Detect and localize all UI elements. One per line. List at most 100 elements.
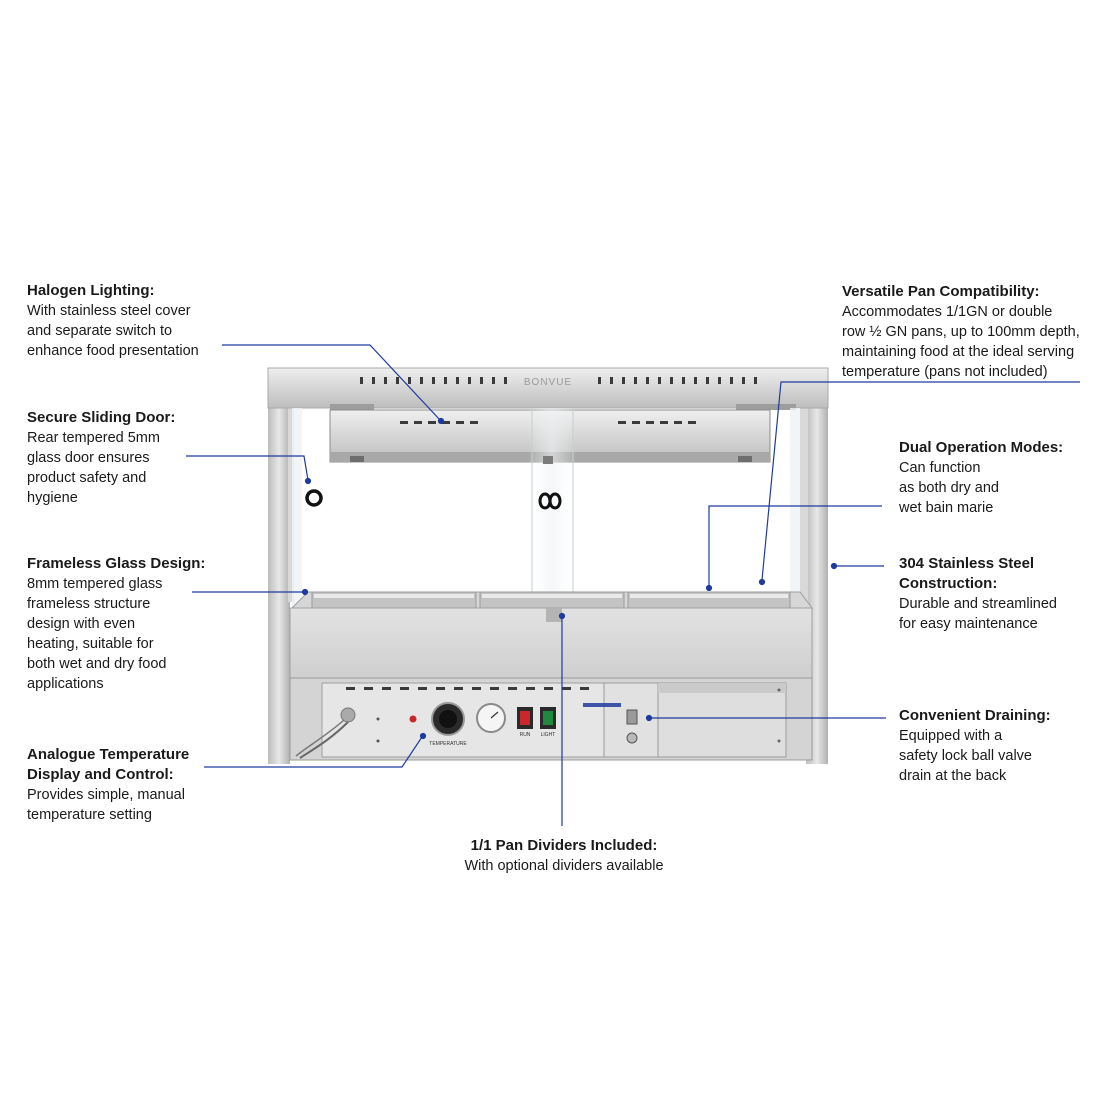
vent-slot — [718, 377, 721, 384]
callout-title: Convenient Draining: — [899, 707, 1051, 724]
callout-line: With stainless steel cover — [27, 303, 191, 319]
vent-slot — [618, 421, 626, 424]
vent-slot — [622, 377, 625, 384]
callout-line: frameless structure — [27, 596, 151, 612]
vent-slot — [580, 687, 589, 690]
callout-line: temperature setting — [27, 807, 152, 823]
vent-slot — [646, 377, 649, 384]
callout-frameless-glass: Frameless Glass Design: 8mm tempered gla… — [27, 554, 205, 694]
callout-line: heating, suitable for — [27, 636, 154, 652]
callout-line: safety lock ball valve — [899, 748, 1032, 764]
vent-slot — [562, 687, 571, 690]
pan-divider — [546, 608, 562, 622]
vent-slot — [490, 687, 499, 690]
right-glass — [790, 408, 800, 608]
callout-line: Accommodates 1/1GN or double — [842, 304, 1053, 320]
pan-well — [290, 591, 813, 609]
callout-line: and separate switch to — [27, 323, 173, 339]
vent-slot — [444, 377, 447, 384]
callout-line: Provides simple, manual — [27, 787, 185, 803]
sliding-glass-door — [305, 408, 576, 608]
vent-slot — [670, 377, 673, 384]
callout-convenient-draining: Convenient Draining: Equipped with a saf… — [899, 706, 1051, 786]
run-label: RUN — [520, 732, 531, 738]
callout-line: glass door ensures — [27, 450, 150, 466]
light-label: LIGHT — [541, 732, 556, 738]
left-glass — [292, 408, 302, 608]
vent-slot — [418, 687, 427, 690]
vent-slot — [682, 377, 685, 384]
callout-line: 8mm tempered glass — [27, 576, 163, 592]
vent-slot — [400, 687, 409, 690]
callout-line: Durable and streamlined — [899, 596, 1057, 612]
vent-slot — [456, 421, 464, 424]
vent-slot — [372, 377, 375, 384]
callout-title: Analogue Temperature — [27, 746, 190, 763]
vent-slot — [470, 421, 478, 424]
callout-pan-dividers: 1/1 Pan Dividers Included: With optional… — [440, 836, 688, 876]
callout-title: Halogen Lighting: — [27, 282, 155, 299]
vent-slot — [472, 687, 481, 690]
vent-slot — [634, 377, 637, 384]
callout-title: 1/1 Pan Dividers Included: — [470, 837, 658, 854]
callout-stainless-steel: 304 Stainless Steel Construction: Durabl… — [899, 554, 1057, 634]
callout-sliding-door: Secure Sliding Door: Rear tempered 5mm g… — [27, 408, 175, 508]
callout-title: Dual Operation Modes: — [899, 439, 1064, 456]
vent-slot — [480, 377, 483, 384]
vent-slot — [436, 687, 445, 690]
callout-line: maintaining food at the ideal serving — [842, 344, 1075, 360]
vent-slot — [456, 377, 459, 384]
callout-title: 304 Stainless Steel — [899, 555, 1035, 572]
callout-pan-compatibility: Versatile Pan Compatibility: Accommodate… — [842, 282, 1080, 382]
vent-slot — [504, 377, 507, 384]
callout-line: applications — [27, 676, 104, 692]
brand-text: BONVUE — [524, 377, 572, 388]
vent-slot — [632, 421, 640, 424]
callout-title: Frameless Glass Design: — [27, 555, 206, 572]
vent-slot — [508, 687, 517, 690]
callout-title: Secure Sliding Door: — [27, 409, 176, 426]
vent-slot — [674, 421, 682, 424]
vent-slot — [360, 377, 363, 384]
vent-slot — [658, 377, 661, 384]
vent-slot — [382, 687, 391, 690]
leader-halogen — [222, 344, 441, 421]
callout-line: drain at the back — [899, 768, 1007, 784]
vent-slot — [694, 377, 697, 384]
vent-slot — [442, 421, 450, 424]
vent-slot — [408, 377, 411, 384]
callout-line: wet bain marie — [899, 500, 994, 516]
vent-slot — [384, 377, 387, 384]
callout-line: With optional dividers available — [464, 858, 664, 874]
vent-slot — [468, 377, 471, 384]
door-handle-left-icon — [305, 489, 323, 507]
leader-pan-compat — [761, 381, 1080, 581]
vent-slot — [400, 421, 408, 424]
callout-line: Equipped with a — [899, 728, 1003, 744]
vent-slot — [706, 377, 709, 384]
vent-slot — [420, 377, 423, 384]
vent-slot — [346, 687, 355, 690]
callout-line: Can function — [899, 460, 981, 476]
callout-title: Construction: — [899, 575, 998, 592]
vent-slot — [428, 421, 436, 424]
callout-line: product safety and — [27, 470, 147, 486]
callout-line: for easy maintenance — [899, 616, 1038, 632]
knob-label: TEMPERATURE — [429, 741, 467, 747]
vent-slot — [688, 421, 696, 424]
leader-dual-modes — [708, 505, 882, 586]
control-cabinet: TEMPERATURE RUN LIGHT — [289, 677, 813, 761]
vent-slot — [730, 377, 733, 384]
vent-slot — [364, 687, 373, 690]
vent-slot — [414, 421, 422, 424]
callout-halogen-lighting: Halogen Lighting: With stainless steel c… — [27, 281, 199, 361]
vent-slot — [754, 377, 757, 384]
vent-slot — [646, 421, 654, 424]
callout-line: Rear tempered 5mm — [27, 430, 160, 446]
callout-analogue-temperature: Analogue Temperature Display and Control… — [27, 745, 189, 825]
leader-analogue — [204, 736, 423, 768]
callout-title: Display and Control: — [27, 766, 174, 783]
callout-dual-operation: Dual Operation Modes: Can function as bo… — [899, 438, 1063, 518]
